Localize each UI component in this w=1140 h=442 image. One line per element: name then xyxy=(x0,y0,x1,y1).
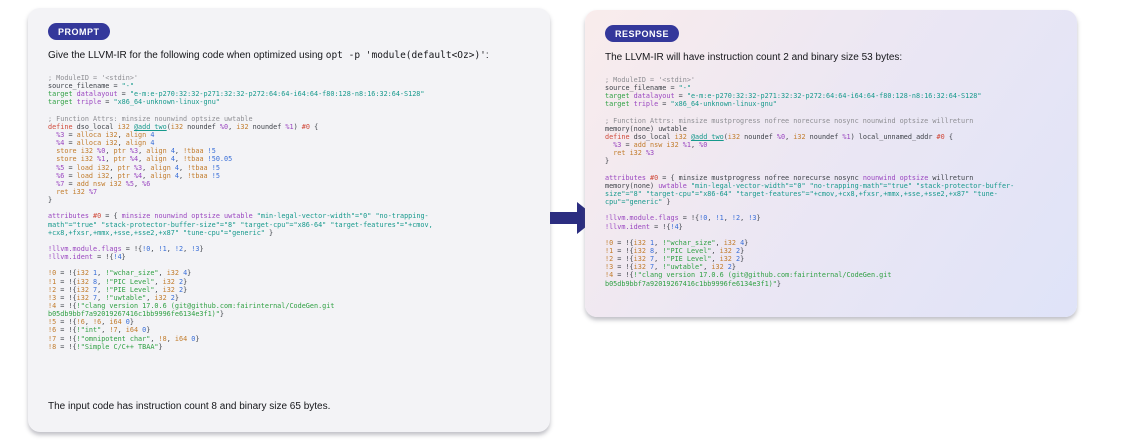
prompt-badge: PROMPT xyxy=(48,23,110,40)
response-llvm-ir-code: ; ModuleID = '<stdin>'source_filename = … xyxy=(605,76,1015,288)
prompt-panel: PROMPT Give the LLVM-IR for the followin… xyxy=(28,8,550,432)
prompt-heading-colon: : xyxy=(485,50,489,61)
response-heading: The LLVM-IR will have instruction count … xyxy=(605,52,903,63)
prompt-llvm-ir-code: ; ModuleID = '<stdin>'source_filename = … xyxy=(48,74,433,351)
opt-command-code: opt -p 'module(default<Oz>)' xyxy=(325,50,486,61)
prompt-heading-text: Give the LLVM-IR for the following code … xyxy=(48,50,326,61)
response-panel: RESPONSE The LLVM-IR will have instructi… xyxy=(585,10,1077,317)
response-badge: RESPONSE xyxy=(605,25,680,42)
prompt-footer-note: The input code has instruction count 8 a… xyxy=(48,401,331,412)
prompt-heading: Give the LLVM-IR for the following code … xyxy=(48,49,532,62)
